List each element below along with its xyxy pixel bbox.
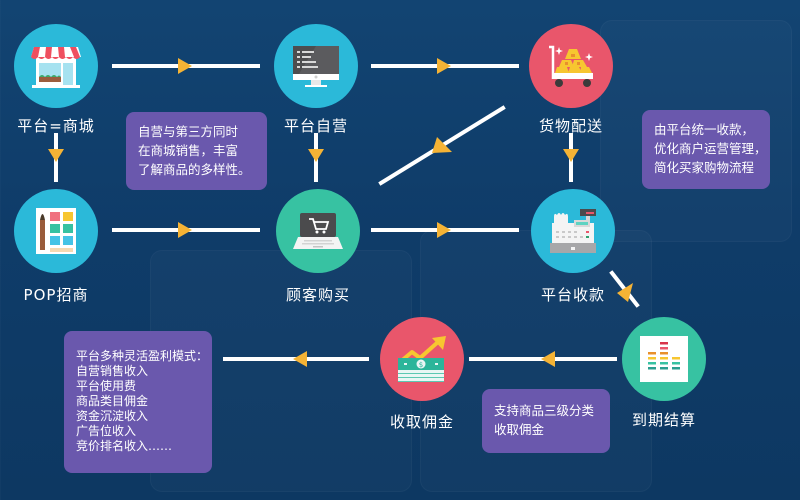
node-label: 货物配送 bbox=[538, 117, 603, 135]
note-line: 了解商品的多样性。 bbox=[138, 162, 251, 177]
note-category-commission: 支持商品三级分类 收取佣金 bbox=[482, 389, 610, 453]
arrow-right-icon bbox=[437, 58, 451, 74]
node-customer-purchase[interactable] bbox=[276, 189, 360, 273]
note-line: 支持商品三级分类 bbox=[494, 403, 595, 418]
note-line: 竞价排名收入…… bbox=[76, 439, 173, 453]
arrow-down-icon bbox=[48, 149, 64, 162]
note-line: 商品类目佣金 bbox=[76, 394, 149, 408]
arrow-right-icon bbox=[178, 222, 192, 238]
node-platform-mall[interactable] bbox=[14, 24, 98, 108]
gold-cart-icon bbox=[549, 45, 593, 87]
palette-board-icon bbox=[36, 208, 76, 254]
svg-text:$: $ bbox=[419, 361, 423, 369]
note-mixed-sales: 自营与第三方同时 在商城销售，丰富 了解商品的多样性。 bbox=[126, 112, 267, 190]
node-goods-delivery[interactable] bbox=[529, 24, 613, 108]
note-line: 资金沉淀收入 bbox=[76, 409, 149, 423]
note-line: 自营销售收入 bbox=[76, 364, 149, 378]
node-platform-self-operated[interactable] bbox=[274, 24, 358, 108]
note-line: 在商城销售，丰富 bbox=[138, 143, 239, 158]
node-label: POP招商 bbox=[23, 286, 89, 304]
note-line: 自营与第三方同时 bbox=[138, 124, 239, 139]
node-platform-collection[interactable] bbox=[531, 189, 615, 273]
node-settlement-due[interactable] bbox=[622, 317, 706, 401]
bar-equalizer-icon bbox=[640, 336, 688, 382]
note-line: 由平台统一收款， bbox=[654, 122, 755, 137]
note-line: 简化买家购物流程 bbox=[654, 160, 755, 175]
note-unified-payment: 由平台统一收款， 优化商户运营管理， 简化买家购物流程 bbox=[642, 110, 770, 189]
monitor-code-icon bbox=[293, 46, 339, 87]
node-label: 平台收款 bbox=[540, 286, 605, 304]
arrow-down-icon bbox=[563, 149, 579, 162]
node-label: 平台=商城 bbox=[17, 117, 95, 135]
node-label: 收取佣金 bbox=[389, 413, 454, 431]
node-label: 顾客购买 bbox=[285, 286, 350, 304]
node-label: 平台自营 bbox=[283, 117, 348, 135]
note-profit-models: 平台多种灵活盈利模式： 自营销售收入 平台使用费 商品类目佣金 资金沉淀收入 广… bbox=[64, 331, 212, 473]
money-growth-icon: $ bbox=[398, 336, 446, 382]
laptop-cart-icon bbox=[293, 213, 343, 249]
arrow-down-left-icon bbox=[432, 137, 452, 153]
note-line: 平台使用费 bbox=[76, 379, 137, 393]
note-line: 收取佣金 bbox=[494, 422, 545, 437]
node-label: 到期结算 bbox=[631, 411, 696, 429]
node-pop-merchants[interactable] bbox=[14, 189, 98, 273]
note-line: 广告位收入 bbox=[76, 424, 137, 438]
note-line: 平台多种灵活盈利模式： bbox=[76, 349, 209, 363]
storefront-icon bbox=[31, 47, 81, 88]
arrow-right-icon bbox=[178, 58, 192, 74]
node-collect-commission[interactable]: $ bbox=[380, 317, 464, 401]
cash-register-icon bbox=[550, 209, 596, 253]
note-line: 优化商户运营管理， bbox=[654, 141, 767, 156]
arrow-down-icon bbox=[308, 149, 324, 162]
